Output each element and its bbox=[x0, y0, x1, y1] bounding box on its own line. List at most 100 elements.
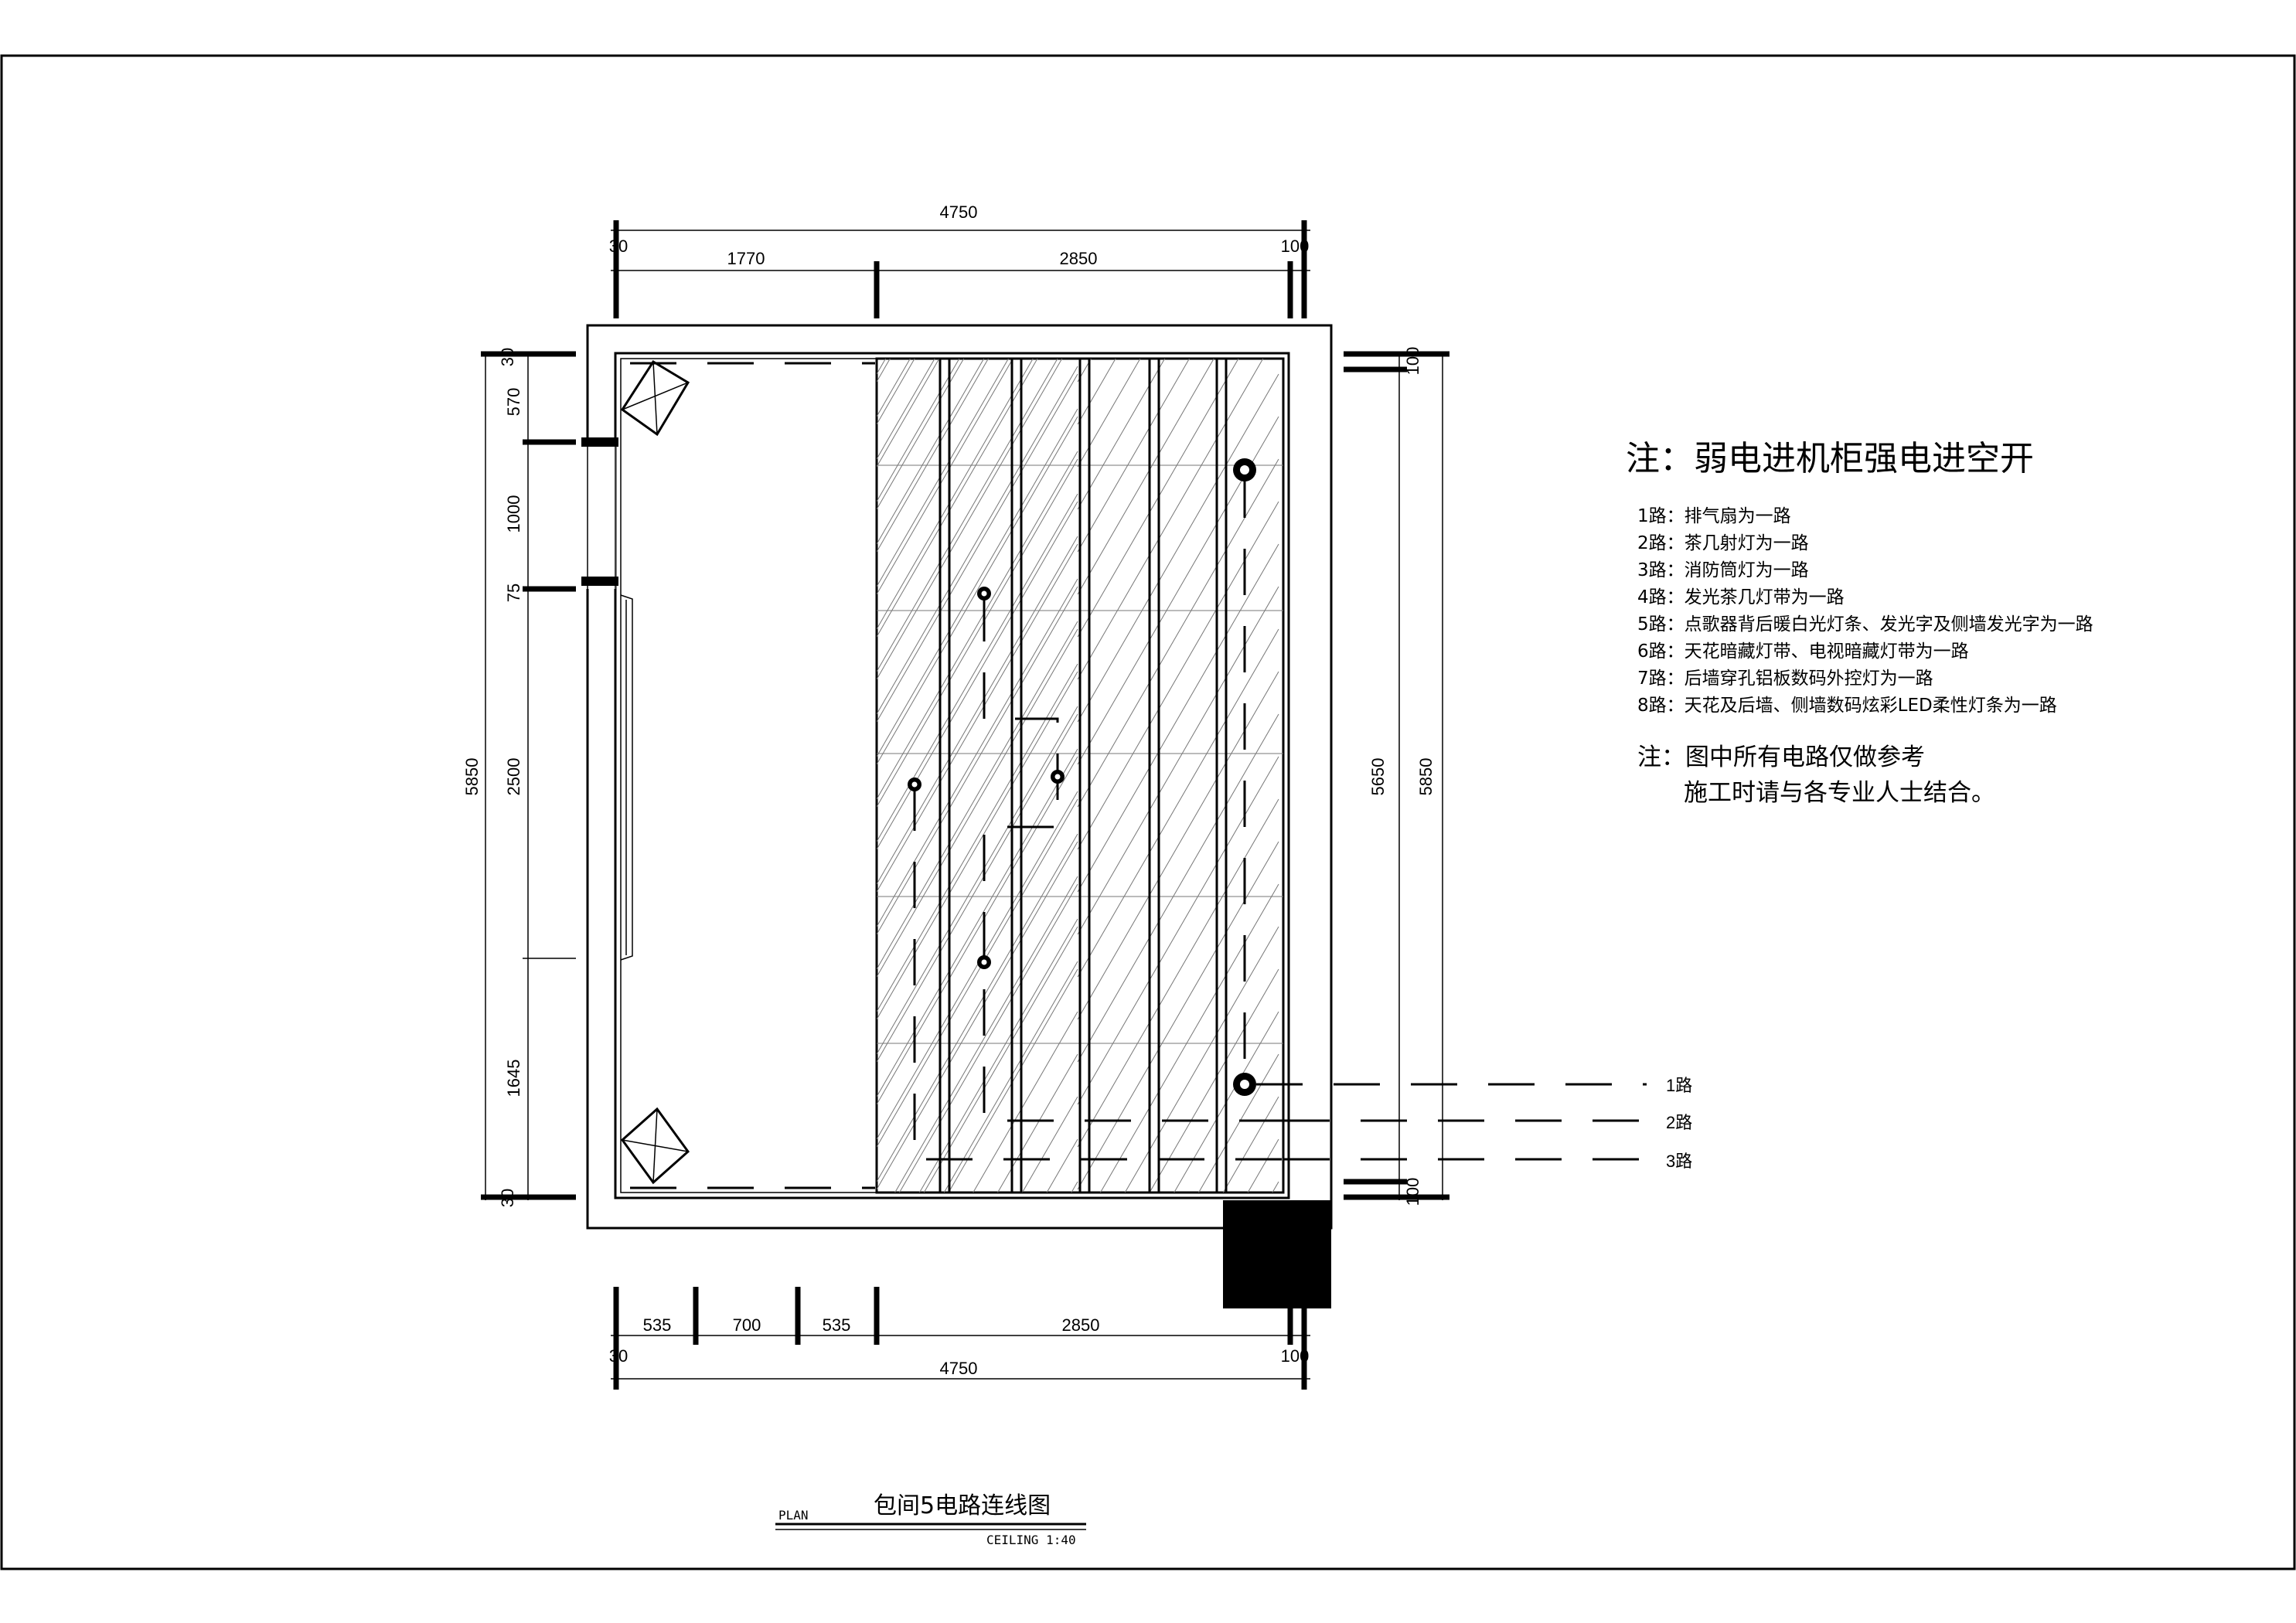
glass-hatch-line bbox=[1071, 1181, 1078, 1193]
glass-hatch-line bbox=[877, 1267, 1078, 1614]
notes-title: 注：弱电进机柜强电进空开 bbox=[1626, 439, 2034, 478]
top-dimension-chain: 4750 30 1770 2850 100 bbox=[609, 202, 1310, 318]
glass-ceiling-panel bbox=[875, 0, 1285, 1623]
note-item: 4路：发光茶几灯带为一路 bbox=[1637, 587, 1845, 607]
sheet-border bbox=[0, 54, 2296, 1570]
glass-hatch-line bbox=[1078, 1309, 1279, 1623]
circuit-2-run bbox=[983, 595, 1283, 1122]
notes-block: 注：弱电进机柜强电进空开 1路：排气扇为一路 2路：茶几射灯为一路 3路：消防筒… bbox=[1626, 439, 2093, 807]
left-dimension-chain: 5850 30 570 1000 75 2500 1645 30 bbox=[462, 348, 576, 1207]
glass-hatch-line bbox=[1077, 756, 1279, 1105]
tv-wall-recess bbox=[620, 594, 633, 961]
glass-hatch-line bbox=[877, 359, 940, 468]
glass-hatch-line bbox=[877, 359, 965, 510]
glass-hatch-line bbox=[877, 798, 1078, 1148]
dim-left-seg-1: 30 bbox=[498, 348, 517, 366]
glass-hatch-line bbox=[1099, 883, 1279, 1193]
caption-plan-label: PLAN bbox=[778, 1508, 809, 1523]
outer-wall bbox=[586, 324, 1333, 1230]
dim-top-right-end: 100 bbox=[1281, 236, 1310, 256]
right-dimension-chain: 100 5650 5850 100 bbox=[1344, 347, 1449, 1206]
dim-right-top-end: 100 bbox=[1403, 347, 1422, 376]
glass-hatch-line bbox=[877, 791, 1078, 1140]
glass-hatch-line bbox=[877, 0, 1078, 119]
note-item: 3路：消防筒灯为一路 bbox=[1637, 560, 1809, 580]
room-outline bbox=[581, 324, 1333, 1308]
glass-hatch-line bbox=[877, 671, 1078, 1020]
glass-hatch-line bbox=[1077, 359, 1141, 468]
glass-hatch-line bbox=[877, 359, 985, 545]
notes-remark-line2: 施工时请与各专业人士结合。 bbox=[1684, 779, 1995, 807]
notes-remark-line1: 注：图中所有电路仅做参考 bbox=[1637, 743, 1925, 771]
glass-hatch-line bbox=[877, 748, 1078, 1097]
speaker-bottom bbox=[620, 1107, 690, 1185]
glass-hatch-line bbox=[1078, 1267, 1279, 1614]
glass-hatch-line bbox=[877, 359, 935, 460]
glass-hatch-line bbox=[1077, 359, 1214, 595]
window-frame-bottom bbox=[581, 577, 618, 586]
dim-bottom-seg-3: 535 bbox=[823, 1315, 851, 1335]
wiring bbox=[913, 471, 1647, 1161]
glass-hatch-line bbox=[1077, 713, 1279, 1063]
glass-hatch-line bbox=[877, 359, 960, 502]
glass-hatch-line bbox=[877, 586, 1078, 935]
downlight-icon bbox=[977, 955, 991, 969]
glass-hatch-line bbox=[877, 0, 1078, 332]
glass-hatch-line bbox=[877, 451, 1078, 800]
glass-hatch-line bbox=[973, 1011, 1078, 1193]
dim-top-seg-2: 2850 bbox=[1060, 249, 1098, 268]
inner-wall bbox=[614, 352, 1290, 1199]
glass-hatch-line bbox=[877, 536, 1078, 885]
glass-hatch-line bbox=[1077, 628, 1279, 978]
glass-hatch-line bbox=[877, 359, 1013, 595]
glass-hatch-line bbox=[877, 0, 1078, 162]
glass-hatch-line bbox=[943, 961, 1078, 1193]
glass-hatch-line bbox=[877, 0, 1078, 34]
glass-hatch-line bbox=[877, 543, 1078, 893]
dim-left-seg-4: 75 bbox=[504, 584, 523, 602]
glass-hatch-line bbox=[877, 1224, 1078, 1572]
glass-hatch-line bbox=[1077, 841, 1279, 1190]
glass-hatch-line bbox=[1222, 1096, 1279, 1193]
glass-hatch-line bbox=[877, 359, 887, 375]
glass-hatch-line bbox=[923, 926, 1078, 1193]
glass-hatch-line bbox=[948, 968, 1078, 1193]
dim-right-bottom-end: 100 bbox=[1403, 1178, 1422, 1206]
speaker-top bbox=[620, 359, 690, 437]
dim-top-left-end: 30 bbox=[609, 236, 628, 256]
glass-hatch-line bbox=[1077, 458, 1279, 808]
circuit-label-3: 3路 bbox=[1666, 1152, 1692, 1171]
dim-bottom-left-end: 30 bbox=[609, 1346, 628, 1366]
glass-hatch-line bbox=[877, 841, 1078, 1190]
dim-bottom-seg-1: 535 bbox=[643, 1315, 672, 1335]
circuit-label-2: 2路 bbox=[1666, 1113, 1692, 1132]
dim-right-total: 5850 bbox=[1416, 758, 1436, 796]
ceiling-edge bbox=[620, 358, 1284, 1193]
glass-hatch-line bbox=[1077, 501, 1279, 850]
drawing-caption: PLAN 包间5电路连线图 CEILING 1:40 bbox=[775, 1492, 1086, 1547]
glass-hatch-line bbox=[877, 578, 1078, 927]
exhaust-fan-icon bbox=[1233, 1073, 1256, 1096]
glass-hatch-line bbox=[877, 1309, 1078, 1623]
downlight-icon bbox=[908, 777, 921, 791]
dim-bottom-seg-4: 2850 bbox=[1062, 1315, 1100, 1335]
glass-hatch-line bbox=[877, 833, 1078, 1182]
glass-hatch-line bbox=[1077, 586, 1279, 935]
dim-top-total: 4750 bbox=[940, 202, 978, 222]
glass-hatch-line bbox=[877, 621, 1078, 970]
glass-hatch-line bbox=[877, 359, 990, 553]
window-frame-top bbox=[581, 437, 618, 447]
glass-hatch-line bbox=[894, 876, 1078, 1193]
fixtures bbox=[908, 458, 1256, 1096]
glass-hatch-line bbox=[1077, 798, 1279, 1148]
glass-hatch-line bbox=[1077, 543, 1279, 893]
glass-hatch-line bbox=[877, 408, 1078, 757]
glass-hatch-line bbox=[877, 501, 1078, 850]
glass-hatch-line bbox=[1077, 373, 1279, 723]
glass-hatch-line bbox=[877, 359, 1058, 672]
glass-hatch-line bbox=[1124, 926, 1279, 1193]
structural-column bbox=[1223, 1200, 1331, 1308]
glass-hatch-line bbox=[877, 359, 915, 425]
